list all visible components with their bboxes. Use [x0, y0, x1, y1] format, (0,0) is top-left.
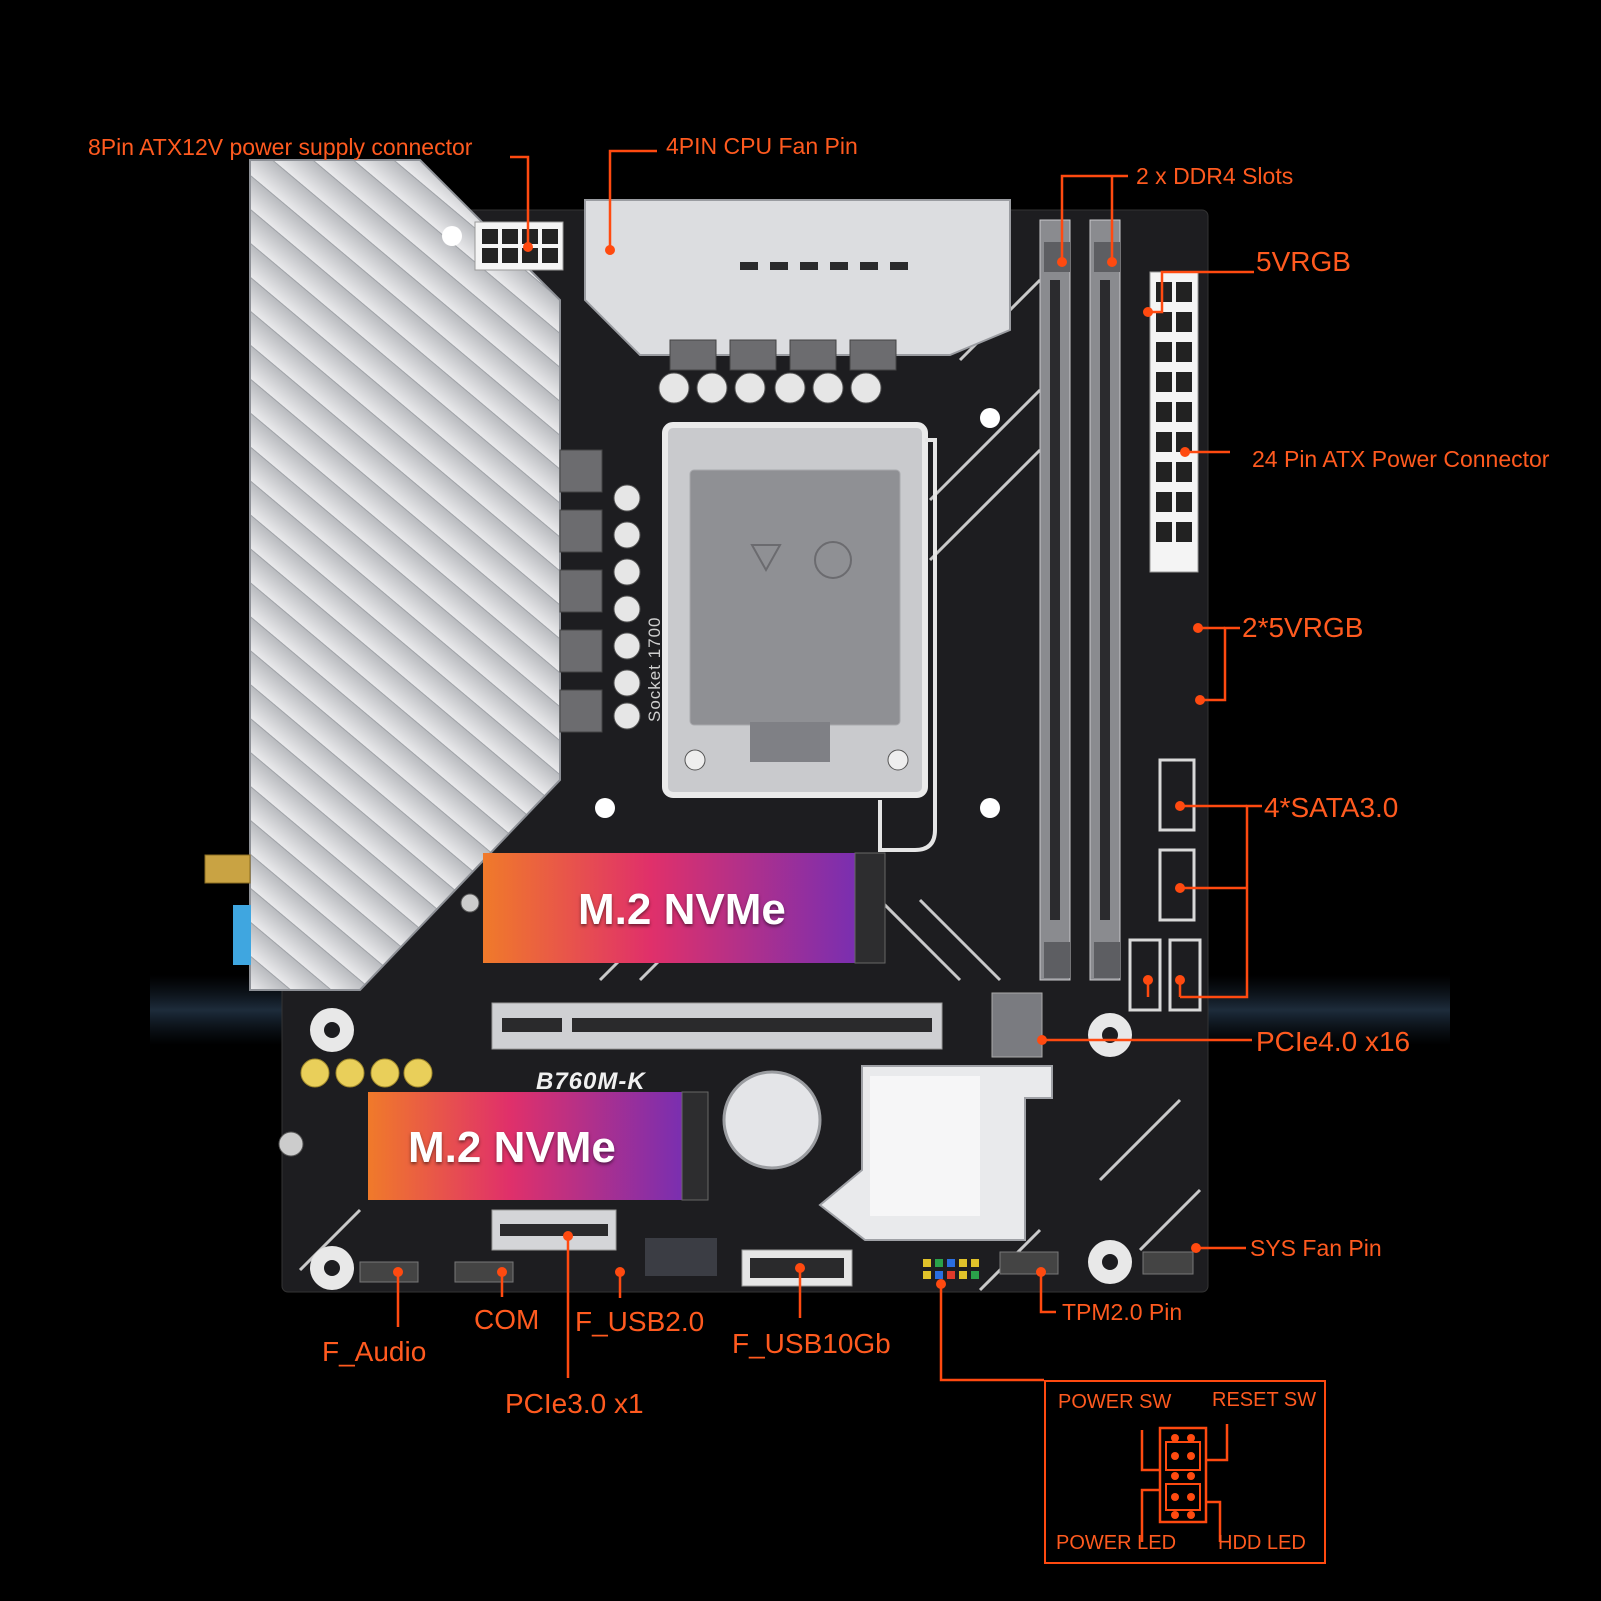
- label-f-usb2: F_USB2.0: [575, 1306, 705, 1337]
- label-f-audio: F_Audio: [322, 1336, 427, 1367]
- label-atx24: 24 Pin ATX Power Connector: [1252, 446, 1550, 472]
- cmos-battery: [722, 1070, 822, 1170]
- wifi-antenna-connector: [204, 854, 251, 884]
- audio-capacitors: [300, 1058, 433, 1088]
- pcie-latch: [991, 992, 1043, 1058]
- m2-bottom-label: M.2 NVMe: [408, 1123, 616, 1172]
- label-power-sw: POWER SW: [1058, 1391, 1172, 1413]
- usb-port-blue: [233, 905, 251, 965]
- label-f-usb10gb: F_USB10Gb: [732, 1328, 891, 1359]
- vrm-heatsink: [584, 199, 1011, 356]
- front-panel-callout-box: [1044, 1380, 1326, 1564]
- type-e-header: [645, 1238, 717, 1276]
- capacitors-left: [613, 484, 641, 730]
- vrm-heatsink-vents: [740, 262, 908, 270]
- label-2x5vrgb: 2*5VRGB: [1242, 612, 1364, 643]
- label-atx12v: 8Pin ATX12V power supply connector: [88, 134, 473, 160]
- label-pcie4: PCIe4.0 x16: [1256, 1026, 1411, 1057]
- board-model: B760M-K: [536, 1068, 646, 1095]
- m2-slot-bottom: [368, 1092, 682, 1200]
- m2-top-label: M.2 NVMe: [578, 885, 786, 934]
- label-power-led: POWER LED: [1056, 1532, 1177, 1554]
- sata-ports: [1128, 758, 1202, 1012]
- cpu-socket-cover: [689, 469, 901, 726]
- front-panel-header: [923, 1259, 979, 1279]
- front-panel-pin-schematic: [1158, 1426, 1208, 1524]
- label-sys-fan: SYS Fan Pin: [1250, 1235, 1382, 1261]
- label-com: COM: [474, 1304, 540, 1335]
- vrm-chokes: [559, 339, 897, 733]
- label-ddr4: 2 x DDR4 Slots: [1136, 163, 1294, 189]
- socket-name: Socket 1700: [645, 616, 664, 722]
- label-5vrgb: 5VRGB: [1256, 246, 1351, 277]
- label-hdd-led: HDD LED: [1218, 1532, 1306, 1554]
- capacitors-top: [658, 372, 882, 404]
- socket-lever: [878, 438, 937, 852]
- callout-lines: [396, 149, 1262, 1542]
- mounting-holes: [442, 226, 1000, 818]
- label-pcie3: PCIe3.0 x1: [505, 1388, 644, 1419]
- ddr4-slots: [1039, 219, 1121, 981]
- label-sata: 4*SATA3.0: [1264, 792, 1399, 823]
- io-heatsink: [249, 159, 561, 991]
- label-tpm: TPM2.0 Pin: [1062, 1299, 1183, 1325]
- label-cpu-fan: 4PIN CPU Fan Pin: [666, 133, 858, 159]
- label-reset-sw: RESET SW: [1212, 1389, 1317, 1411]
- m2-slot-top: [483, 853, 855, 963]
